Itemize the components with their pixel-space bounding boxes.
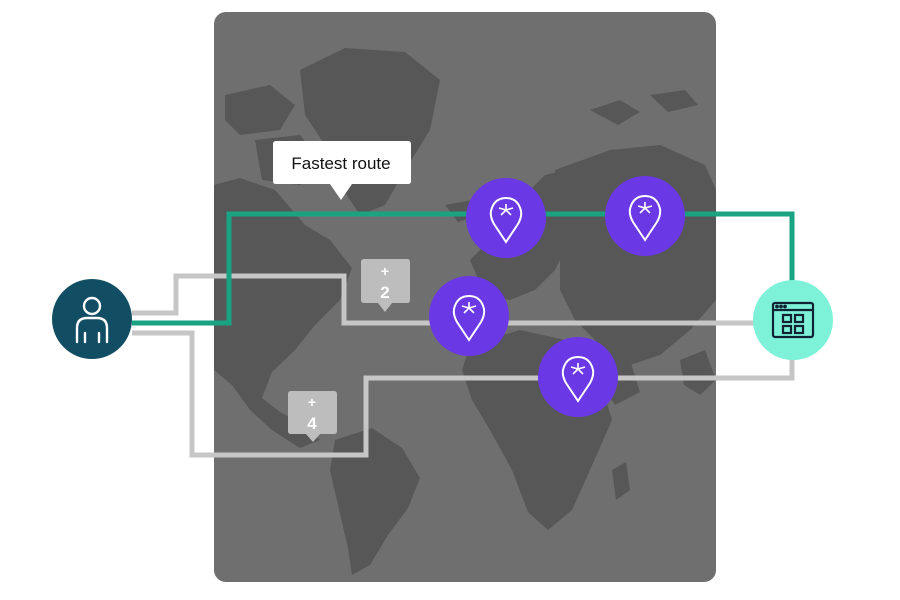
alternate-route-top xyxy=(132,273,470,326)
extra-hops-badge: + 2 xyxy=(361,259,410,312)
badge-count: 2 xyxy=(380,283,389,302)
location-pin-icon xyxy=(489,196,523,244)
pop-node xyxy=(538,337,618,417)
badge-plus: + xyxy=(308,394,316,410)
location-pin-icon xyxy=(561,355,595,403)
location-pin-icon xyxy=(452,294,486,342)
badge-plus: + xyxy=(381,263,389,279)
badge-count: 4 xyxy=(307,414,317,433)
alternate-route-bottom xyxy=(132,323,795,458)
person-icon xyxy=(75,296,109,344)
location-pin-icon xyxy=(628,194,662,242)
extra-hops-badge: + 4 xyxy=(288,391,337,442)
callout-label: Fastest route xyxy=(291,154,390,173)
fastest-route-callout: Fastest route xyxy=(273,141,411,200)
fastest-route xyxy=(132,211,795,326)
pop-node xyxy=(429,276,509,356)
pop-node xyxy=(466,178,546,258)
alternate-routes xyxy=(132,273,795,458)
user-node xyxy=(52,279,132,359)
app-node xyxy=(753,280,833,360)
pop-node xyxy=(605,176,685,256)
browser-window-grid-icon xyxy=(771,301,815,339)
